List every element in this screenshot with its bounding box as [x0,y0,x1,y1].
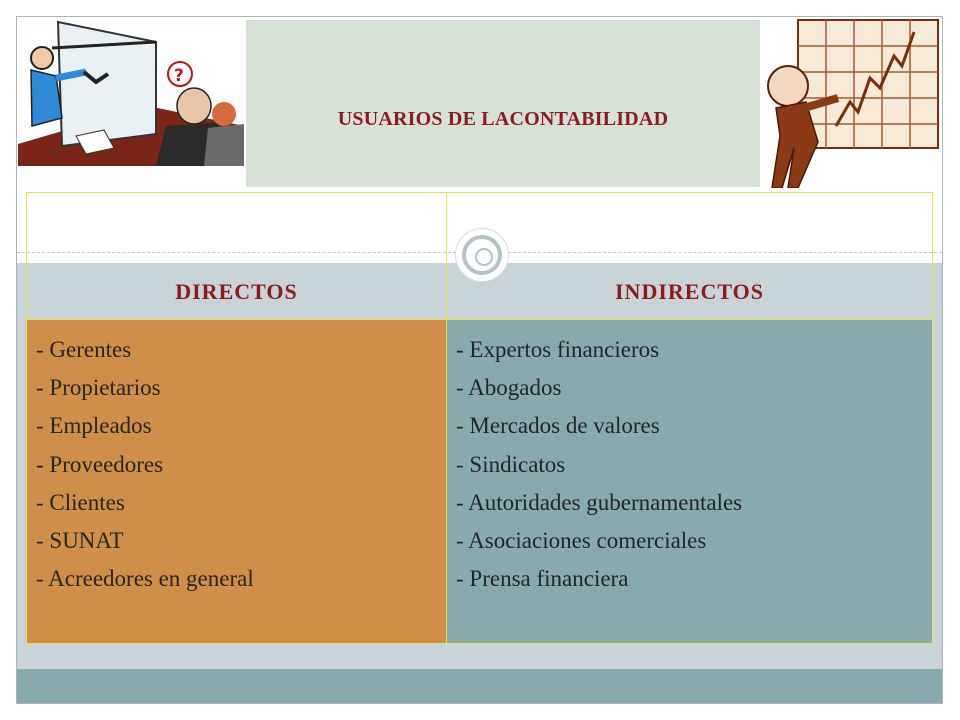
ring-inner [462,235,502,275]
businessman-growth-chart-clipart [767,19,939,188]
slide-title: USUARIOS DE LACONTABILIDAD [337,108,669,130]
header-indirectos: INDIRECTOS [447,264,932,319]
list-item: - Propietarios [36,375,161,401]
list-item: - Acreedores en general [36,566,254,592]
list-item: - Autoridades gubernamentales [456,489,743,515]
list-item: - Asociaciones comerciales [456,528,707,554]
list-item: - Clientes [36,489,125,515]
list-item: - Sindicatos [456,451,566,477]
decorative-ring-icon [455,228,509,282]
list-item: - Expertos financieros [456,337,660,362]
title-box: USUARIOS DE LACONTABILIDAD [246,20,760,187]
header-directos: DIRECTOS [27,264,446,319]
list-item: - Proveedores [36,451,164,477]
directos-list: - Gerentes - Propietarios - Empleados - … [36,331,446,598]
list-item: - Empleados [36,413,152,439]
table-column-divider [446,192,447,644]
indirectos-cell: - Expertos financieros - Abogados - Merc… [447,319,932,643]
users-table [26,192,933,644]
list-item: - Prensa financiera [456,566,629,592]
list-item: - Mercados de valores [456,413,660,439]
ring-core [475,248,493,266]
indirectos-list: - Expertos financieros - Abogados - Merc… [456,331,932,598]
list-item: - Gerentes [36,337,132,362]
background-band-lower [17,669,942,703]
svg-text:?: ? [174,66,184,86]
list-item: - Abogados [456,375,562,401]
presenter-meeting-clipart: ? [18,20,244,166]
list-item: - SUNAT [36,528,124,554]
directos-cell: - Gerentes - Propietarios - Empleados - … [27,319,446,643]
